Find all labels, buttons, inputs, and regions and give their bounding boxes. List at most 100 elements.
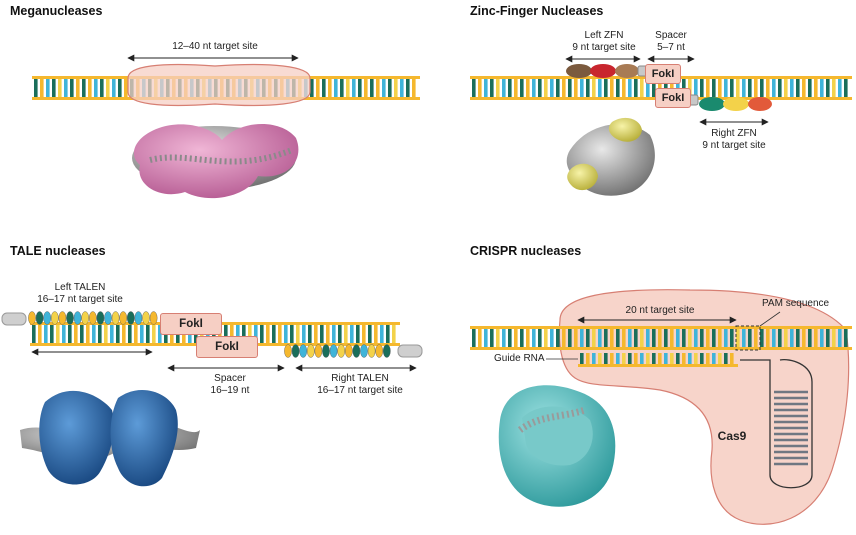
base-pair: [34, 79, 38, 97]
base-pair: [472, 79, 476, 97]
cas9-structure: [498, 385, 616, 507]
tale-repeat: [299, 344, 308, 358]
guide-rna-stem-loop: [740, 358, 813, 489]
tale-repeat: [344, 344, 353, 358]
base-pair: [322, 79, 326, 97]
base-pair: [658, 329, 662, 347]
base-pair: [826, 79, 830, 97]
base-pair: [514, 329, 518, 347]
base-pair: [610, 79, 614, 97]
base-pair: [320, 325, 324, 343]
base-pair: [134, 325, 138, 343]
base-pair: [790, 79, 794, 97]
rna-base: [622, 353, 626, 364]
base-pair: [64, 79, 68, 97]
crispr-title: CRISPR nucleases: [470, 244, 582, 258]
talen-panel: [1, 311, 423, 487]
base-pair: [314, 325, 318, 343]
base-pair: [718, 329, 722, 347]
base-pair: [128, 325, 132, 343]
tale-repeat: [73, 311, 82, 325]
base-pair: [730, 329, 734, 347]
base-pair: [346, 79, 350, 97]
base-pair: [688, 329, 692, 347]
base-pair: [40, 79, 44, 97]
tale-repeat: [96, 311, 105, 325]
base-pair: [104, 325, 108, 343]
talen-fok-bottom: FokI: [196, 336, 258, 358]
base-pair: [100, 79, 104, 97]
base-pair: [724, 79, 728, 97]
zfn-spacer-label-line2: 5–7 nt: [657, 42, 685, 53]
tale-repeat: [104, 311, 112, 325]
base-pair: [574, 329, 578, 347]
base-pair: [742, 79, 746, 97]
tale-repeat: [111, 311, 120, 325]
base-pair: [290, 325, 294, 343]
base-pair: [748, 329, 752, 347]
base-pair: [538, 79, 542, 97]
base-pair: [586, 329, 590, 347]
base-pair: [508, 79, 512, 97]
base-pair: [802, 79, 806, 97]
base-pair: [574, 79, 578, 97]
rna-base: [652, 353, 656, 364]
base-pair: [508, 329, 512, 347]
base-pair: [826, 329, 830, 347]
meganuclease-title: Meganucleases: [10, 4, 103, 18]
pam-pointer: [759, 311, 781, 327]
tale-repeat: [360, 344, 368, 358]
base-pair: [50, 325, 54, 343]
base-pair: [748, 79, 752, 97]
base-pair: [640, 329, 644, 347]
base-pair: [140, 325, 144, 343]
base-pair: [736, 329, 740, 347]
base-pair: [784, 329, 788, 347]
zfn-fok-bottom: FokI: [655, 88, 691, 108]
base-pair: [544, 79, 548, 97]
rna-base: [730, 353, 734, 364]
talen-left-repeats: [28, 311, 158, 325]
base-pair: [700, 329, 704, 347]
rna-base: [700, 353, 704, 364]
base-pair: [326, 325, 330, 343]
base-pair: [62, 325, 66, 343]
base-pair: [532, 79, 536, 97]
base-pair: [358, 79, 362, 97]
base-pair: [388, 79, 392, 97]
base-pair: [766, 329, 770, 347]
talen-right-label-line2: 16–17 nt target site: [317, 385, 403, 396]
base-pair: [706, 329, 710, 347]
base-pair: [46, 79, 50, 97]
base-pair: [640, 79, 644, 97]
base-pair: [356, 325, 360, 343]
base-pair: [544, 329, 548, 347]
base-pair: [760, 329, 764, 347]
tale-repeat: [322, 344, 330, 358]
tale-repeat: [134, 311, 143, 325]
rna-base: [718, 353, 722, 364]
base-pair: [110, 325, 114, 343]
base-pair: [38, 325, 42, 343]
base-pair: [310, 79, 314, 97]
base-pair: [496, 329, 500, 347]
base-pair: [796, 329, 800, 347]
base-pair: [376, 79, 380, 97]
tale-repeat: [306, 344, 315, 358]
base-pair: [610, 329, 614, 347]
base-pair: [80, 325, 84, 343]
meganuclease-structure: [132, 123, 299, 199]
crispr-target-label: 20 nt target site: [625, 305, 695, 316]
base-pair: [670, 329, 674, 347]
base-pair: [380, 325, 384, 343]
rna-base: [592, 353, 596, 364]
base-pair: [340, 79, 344, 97]
rna-base: [682, 353, 686, 364]
base-pair: [98, 325, 102, 343]
zfn-left-label-line1: Left ZFN: [584, 30, 624, 41]
talen-left-label-line2: 16–17 nt target site: [37, 294, 123, 305]
crispr-dna: [470, 326, 852, 350]
rna-base: [658, 353, 662, 364]
base-pair: [112, 79, 116, 97]
tale-repeat: [28, 311, 36, 325]
